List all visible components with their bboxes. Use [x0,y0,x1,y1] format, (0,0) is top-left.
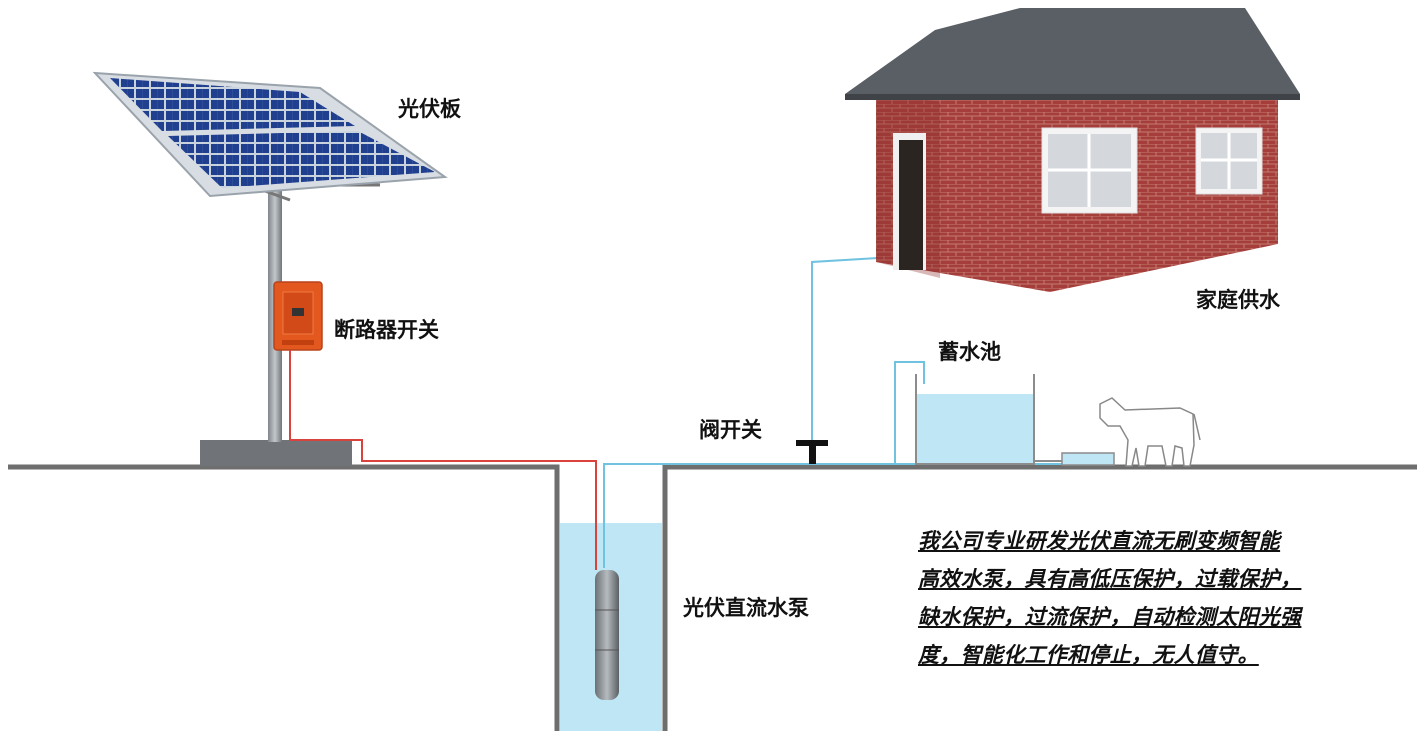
breaker-switch-label: 断路器开关 [334,318,439,342]
breaker-box [273,281,323,351]
pv-dc-pump-label: 光伏直流水泵 [683,596,809,620]
description-line: 度，智能化工作和停止，无人值守。 [918,643,1259,667]
valve [796,440,828,464]
description-line: 我公司专业研发光伏直流无刷变频智能 [918,529,1281,553]
reservoir-label: 蓄水池 [938,340,1001,364]
house-pipe [811,257,879,464]
company-description: 我公司专业研发光伏直流无刷变频智能 高效水泵，具有高低压保护，过载保护， 缺水保… [918,522,1394,674]
water-pipe [603,463,1062,568]
tank-inlet-pipe [894,361,925,464]
house [845,8,1300,292]
solar-panel [92,71,448,466]
valve-switch-label: 阀开关 [699,418,762,442]
description-line: 缺水保护，过流保护，自动检测太阳光强 [918,605,1302,629]
power-wire [289,350,597,570]
reservoir-tank [915,374,1115,466]
pump [595,570,619,700]
cow [1099,397,1201,467]
description-line: 高效水泵，具有高低压保护，过载保护， [918,567,1302,591]
ground [8,464,1417,731]
solar-panel-label: 光伏板 [398,97,461,121]
household-water-label: 家庭供水 [1196,288,1280,312]
